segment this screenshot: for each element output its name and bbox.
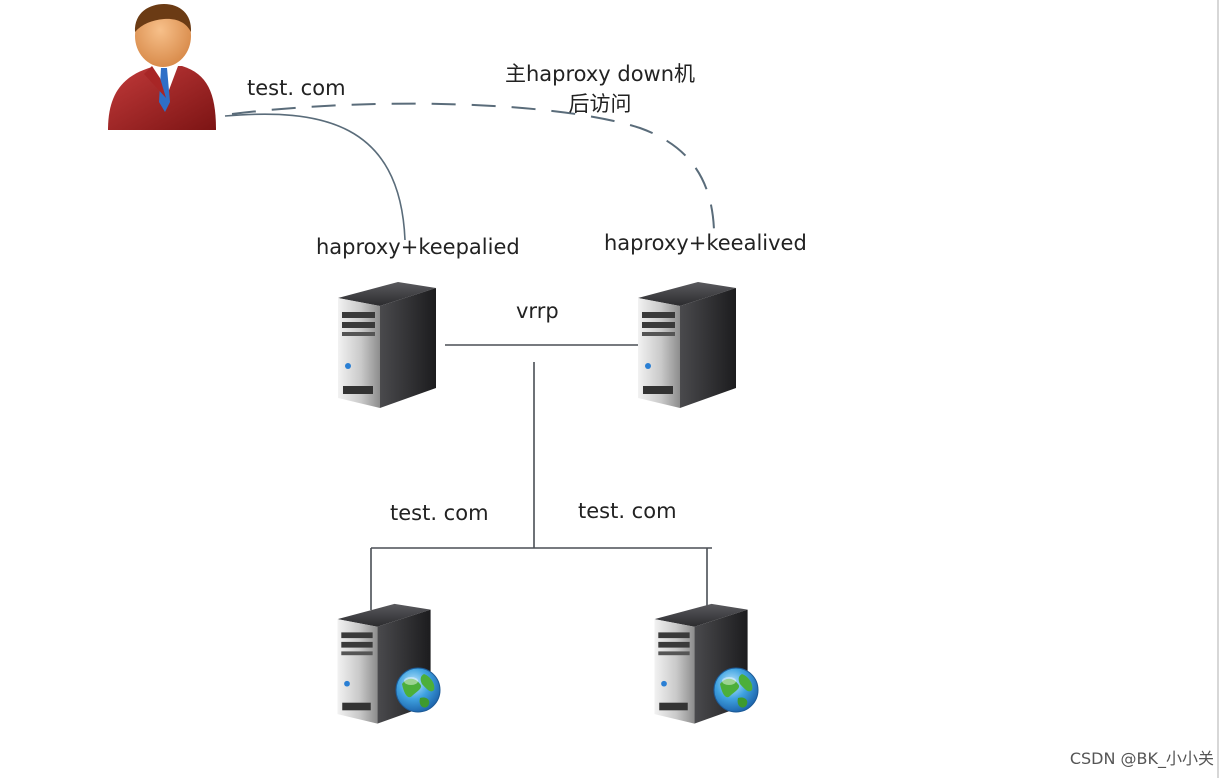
backend-right-domain-label: test. com bbox=[578, 499, 677, 523]
lb-primary-server-icon bbox=[338, 282, 436, 408]
active-link bbox=[224, 113, 406, 241]
failover-note-line1: 主haproxy down机 bbox=[504, 62, 696, 86]
backend-left-globe-icon bbox=[395, 667, 441, 713]
watermark: CSDN @BK_小小关 bbox=[1069, 749, 1214, 768]
failover-note: 主haproxy down机 后访问 bbox=[490, 59, 710, 120]
lb-backup-label: haproxy+keealived bbox=[604, 231, 807, 255]
right-border bbox=[1217, 0, 1219, 778]
lb-primary-label: haproxy+keepalied bbox=[316, 235, 520, 259]
backend-left-domain-label: test. com bbox=[390, 501, 489, 525]
vrrp-label: vrrp bbox=[516, 299, 559, 323]
client-domain-label: test. com bbox=[247, 76, 346, 100]
failover-note-line2: 后访问 bbox=[568, 92, 632, 117]
failover-link bbox=[231, 102, 715, 231]
backend-right-globe-icon bbox=[713, 667, 759, 713]
lb-backup-server-icon bbox=[638, 282, 736, 408]
user-icon bbox=[108, 4, 216, 130]
